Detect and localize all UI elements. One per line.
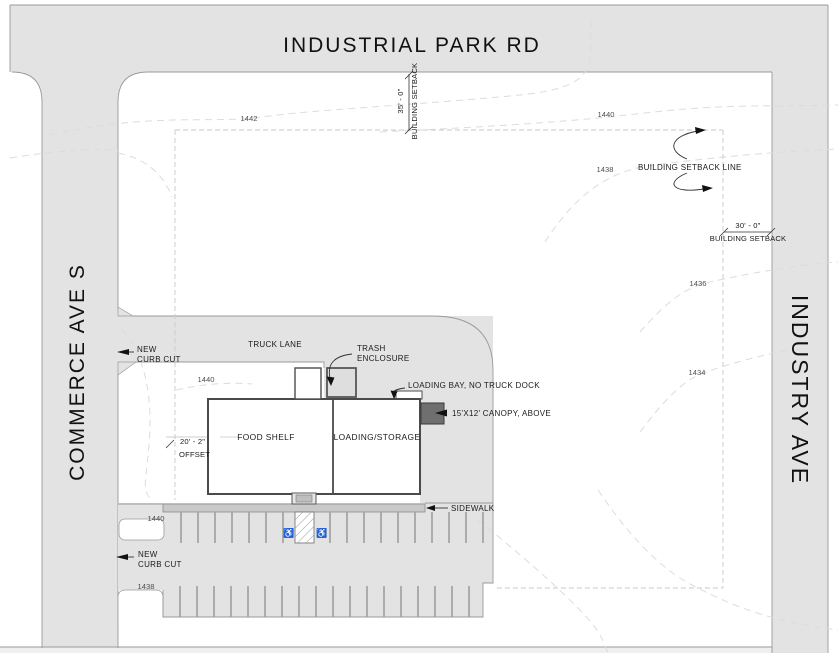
offset-dim-text: 20' - 2" — [180, 437, 205, 446]
left-fillet — [12, 72, 42, 102]
building-label-food-shelf: FOOD SHELF — [237, 432, 295, 442]
entry-stoop-inner — [295, 494, 313, 503]
contour-court — [175, 382, 253, 391]
truck-lane-label: TRUCK LANE — [248, 340, 302, 349]
canopy-label: 15'X12' CANOPY, ABOVE — [452, 409, 551, 418]
trash-arrow — [326, 376, 335, 386]
setback-line-arrow-upper — [695, 127, 706, 134]
loading-bay-label: LOADING BAY, NO TRUCK DOCK — [408, 381, 540, 390]
setback-top-label-text: BUILDING SETBACK — [410, 63, 419, 140]
right-fillet — [118, 72, 148, 102]
contour-1440-top — [379, 104, 839, 133]
site-paving — [117, 306, 494, 622]
contour-low-2 — [477, 519, 609, 653]
curb-cut-lower-label-2: CURB CUT — [138, 560, 182, 569]
setback-top-dim-text: 35' - 0" — [396, 88, 405, 113]
stall-lines — [179, 512, 484, 617]
contour-label-1440-mid: 1440 — [198, 375, 215, 384]
right-street-surface — [772, 72, 828, 653]
contour-left-2 — [121, 329, 153, 503]
offset-label-text: OFFSET — [179, 450, 210, 459]
top-road-surface — [10, 5, 828, 72]
label-mask — [338, 430, 416, 441]
canopy-arrow — [435, 409, 447, 417]
contour-1442 — [49, 15, 593, 136]
access-aisle-hatch — [295, 512, 314, 543]
contour-1438-top — [544, 148, 839, 243]
curb-cut-upper-arrow — [117, 349, 129, 355]
dim-ticks-30ft — [719, 227, 776, 237]
loading-bay-arrow — [390, 390, 398, 399]
sidewalk-strip — [162, 503, 426, 513]
dimensions — [165, 70, 776, 449]
curb-cut-flares — [117, 306, 138, 376]
curb-island-upper — [118, 518, 165, 541]
contour-label-1438-top: 1438 — [597, 165, 614, 174]
building-outline — [207, 398, 421, 495]
setback-right-dim-text: 30' - 0" — [735, 221, 760, 230]
building — [166, 367, 445, 505]
paving-edges — [118, 315, 494, 618]
parking-lot-surface — [163, 503, 493, 617]
contour-left-1 — [9, 149, 173, 198]
setback-line-leader-upper — [673, 130, 699, 160]
trash-leader — [328, 353, 353, 379]
setback-line-arrow-lower — [702, 185, 713, 192]
left-street-surface — [42, 72, 118, 648]
curb-cut-lower-label-1: NEW — [138, 550, 158, 559]
loading-bay-recess — [395, 390, 423, 400]
curb-island-lower — [117, 589, 164, 622]
contour-1434 — [639, 347, 806, 433]
driveway-surface — [118, 503, 163, 590]
curb-cut-upper-label-1: NEW — [137, 345, 157, 354]
parking-stalls: ♿ ♿ — [179, 511, 484, 617]
curb-cut-upper-label-2: CURB CUT — [137, 355, 181, 364]
sidewalk-arrow — [426, 505, 435, 511]
contour-lines — [9, 15, 839, 653]
accessible-icon: ♿ — [283, 527, 294, 538]
label-mask — [238, 430, 296, 441]
contour-label-1436: 1436 — [690, 279, 707, 288]
contour-label-1440-low: 1440 — [148, 514, 165, 523]
vestibule — [294, 367, 322, 400]
contour-label-1442: 1442 — [241, 114, 258, 123]
contour-1436 — [639, 261, 839, 333]
trash-enclosure-label-1: TRASH — [357, 344, 386, 353]
dim-tick-offset — [165, 439, 175, 449]
trash-enclosure-label-2: ENCLOSURE — [357, 354, 410, 363]
street-label-commerce-ave-s: COMMERCE AVE S — [66, 263, 89, 481]
contour-label-1440-top: 1440 — [598, 110, 615, 119]
setback-line-label: BUILDING SETBACK LINE — [638, 163, 742, 172]
dim-ticks-35ft — [404, 70, 414, 135]
accessible-icon: ♿ — [316, 527, 327, 538]
street-label-industrial-park-rd: INDUSTRIAL PARK RD — [283, 34, 541, 57]
bottom-strip — [0, 647, 772, 653]
contour-low-1 — [597, 489, 839, 631]
contour-label-1434: 1434 — [689, 368, 706, 377]
curb-cut-lower-arrow — [116, 554, 128, 560]
sidewalk-label: SIDEWALK — [451, 504, 495, 513]
building-label-loading-storage: LOADING/STORAGE — [334, 432, 421, 442]
building-setback-line — [174, 129, 724, 589]
street-label-industry-ave: INDUSTRY AVE — [787, 295, 813, 485]
setback-line-leader-lower — [673, 172, 705, 191]
leaders — [116, 127, 713, 560]
setback-right-label-text: BUILDING SETBACK — [710, 234, 787, 243]
contour-label-1438-low: 1438 — [138, 582, 155, 591]
